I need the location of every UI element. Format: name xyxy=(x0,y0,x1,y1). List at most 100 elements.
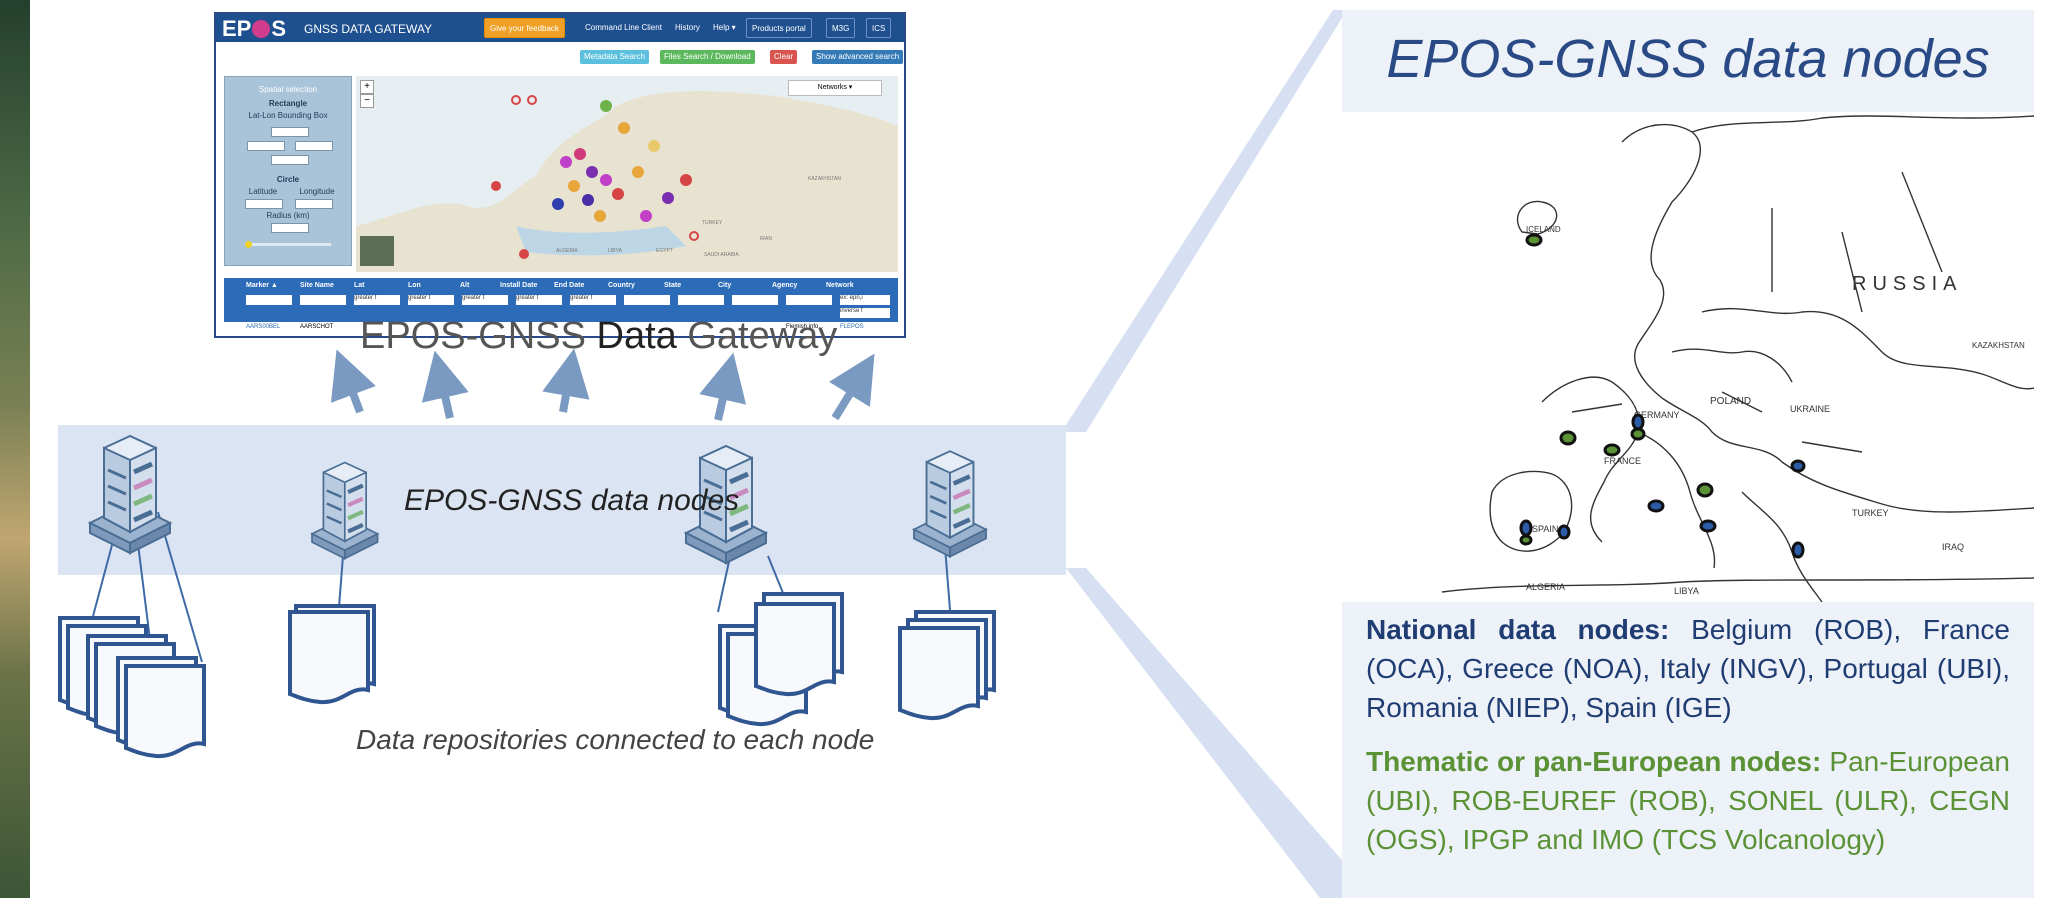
national-nodes-heading: National data nodes: xyxy=(1366,614,1670,645)
filter-alt[interactable]: greater t xyxy=(462,295,508,305)
radius-input[interactable] xyxy=(271,223,309,233)
national-node-marker xyxy=(1557,524,1571,540)
filter-agency[interactable] xyxy=(786,295,832,305)
latitude-input[interactable] xyxy=(245,199,283,209)
ics-button[interactable]: ICS xyxy=(866,18,892,38)
zoom-out-button[interactable]: − xyxy=(360,94,374,108)
col-network[interactable]: Network xyxy=(826,282,854,289)
filter-install-date[interactable]: greater t xyxy=(516,295,562,305)
map-label-libya: LIBYA xyxy=(608,248,622,254)
station-marker xyxy=(612,188,624,200)
col-lon[interactable]: Lon xyxy=(408,282,421,289)
m3g-button[interactable]: M3G xyxy=(826,18,856,38)
station-marker xyxy=(574,148,586,160)
national-node-marker xyxy=(1699,519,1717,533)
advanced-search-button[interactable]: Show advanced search xyxy=(812,50,904,64)
station-marker xyxy=(600,174,612,186)
logo-globe-icon xyxy=(252,20,271,38)
filter-site-name[interactable] xyxy=(300,295,346,305)
metadata-search-button[interactable]: Metadata Search xyxy=(580,50,649,64)
circle-heading: Circle xyxy=(276,175,300,184)
row-agency: Flemish info... xyxy=(786,324,824,330)
filter-network[interactable]: ex: epn,i xyxy=(840,295,890,305)
station-marker xyxy=(586,166,598,178)
command-line-client-link[interactable]: Command Line Client xyxy=(585,23,662,32)
east-input[interactable] xyxy=(295,141,333,151)
stations-map[interactable]: + − Networks ▾ KAZAKHSTAN ALGERIA LIBYA … xyxy=(356,76,898,272)
col-city[interactable]: City xyxy=(718,282,732,289)
station-marker xyxy=(594,210,606,222)
col-lat[interactable]: Lat xyxy=(354,282,365,289)
repository-stack-4 xyxy=(898,610,996,721)
europe-map: RUSSIA ICELAND POLAND GERMANY FRANCE UKR… xyxy=(1342,112,2035,603)
repository-stack-1 xyxy=(58,616,206,759)
col-install-date[interactable]: Install Date xyxy=(500,282,538,289)
col-state[interactable]: State xyxy=(664,282,682,289)
inverse-filter[interactable]: inverse f xyxy=(840,308,890,318)
products-portal-button[interactable]: Products portal xyxy=(746,18,812,38)
map-label-spain: SPAIN xyxy=(1532,524,1558,534)
national-node-marker xyxy=(1519,519,1533,537)
longitude-input[interactable] xyxy=(295,199,333,209)
files-search-button[interactable]: Files Search / Download xyxy=(660,50,755,64)
thematic-node-marker xyxy=(1696,482,1714,498)
europe-map-svg: RUSSIA ICELAND POLAND GERMANY FRANCE UKR… xyxy=(1441,115,2035,603)
station-marker xyxy=(648,140,660,152)
filter-state[interactable] xyxy=(678,295,724,305)
latitude-label: Latitude xyxy=(248,187,278,196)
col-marker[interactable]: Marker ▲ xyxy=(246,282,278,289)
row-site-name: AARSCHOT xyxy=(300,324,334,330)
filter-lat[interactable]: greater t xyxy=(354,295,400,305)
col-country[interactable]: Country xyxy=(608,282,635,289)
west-input[interactable] xyxy=(247,141,285,151)
filter-lon[interactable]: greater t xyxy=(408,295,454,305)
table-row[interactable]: AARS00BEL AARSCHOT Flemish info... FLEPO… xyxy=(224,322,898,334)
filter-marker[interactable] xyxy=(246,295,292,305)
up-arrow-icon xyxy=(421,350,469,419)
col-alt[interactable]: Alt xyxy=(460,282,470,289)
station-marker xyxy=(552,198,564,210)
stations-map-svg xyxy=(356,91,898,272)
filter-city[interactable] xyxy=(732,295,778,305)
col-end-date[interactable]: End Date xyxy=(554,282,585,289)
map-label-libya: LIBYA xyxy=(1674,586,1699,596)
gateway-caption-suffix: Gateway xyxy=(676,315,838,357)
col-agency[interactable]: Agency xyxy=(772,282,798,289)
spatial-selection-panel: Spatial selection Rectangle Lat-Lon Boun… xyxy=(224,76,352,266)
networks-dropdown[interactable]: Networks ▾ xyxy=(788,80,882,96)
map-label-poland: POLAND xyxy=(1710,396,1751,407)
national-node-marker xyxy=(1647,499,1665,513)
zoom-in-button[interactable]: + xyxy=(360,80,374,94)
repository-stack-3 xyxy=(718,592,844,727)
history-link[interactable]: History xyxy=(675,23,700,32)
help-menu[interactable]: Help ▾ xyxy=(713,23,736,32)
thematic-nodes-heading: Thematic or pan-European nodes: xyxy=(1366,746,1822,777)
map-label-ukraine: UKRAINE xyxy=(1790,404,1830,414)
radius-slider-handle[interactable] xyxy=(245,241,252,248)
row-marker[interactable]: AARS00BEL xyxy=(246,324,281,330)
upload-arrows xyxy=(330,348,875,421)
filter-end-date[interactable]: greater t xyxy=(570,295,616,305)
map-label-iceland: ICELAND xyxy=(1526,225,1561,234)
thematic-node-marker xyxy=(1630,427,1646,441)
clear-button[interactable]: Clear xyxy=(770,50,798,64)
south-input[interactable] xyxy=(271,155,309,165)
national-node-marker xyxy=(1790,459,1806,473)
repository-stack-2 xyxy=(288,604,376,705)
station-marker xyxy=(511,95,521,105)
col-site-name[interactable]: Site Name xyxy=(300,282,334,289)
feedback-button[interactable]: Give your feedback xyxy=(484,18,565,38)
repositories-label: Data repositories connected to each node xyxy=(356,724,875,755)
national-nodes-text: Belgium (ROB), France (OCA), Greece (NOA… xyxy=(1366,614,2010,723)
up-arrow-icon xyxy=(699,352,747,421)
map-label-algeria: ALGERIA xyxy=(1526,582,1565,592)
filter-country[interactable] xyxy=(624,295,670,305)
national-node-marker xyxy=(1631,413,1645,431)
station-marker xyxy=(689,231,699,241)
station-marker xyxy=(519,249,529,259)
radius-slider[interactable] xyxy=(245,243,331,246)
station-marker xyxy=(527,95,537,105)
north-input[interactable] xyxy=(271,127,309,137)
station-marker xyxy=(491,181,501,191)
